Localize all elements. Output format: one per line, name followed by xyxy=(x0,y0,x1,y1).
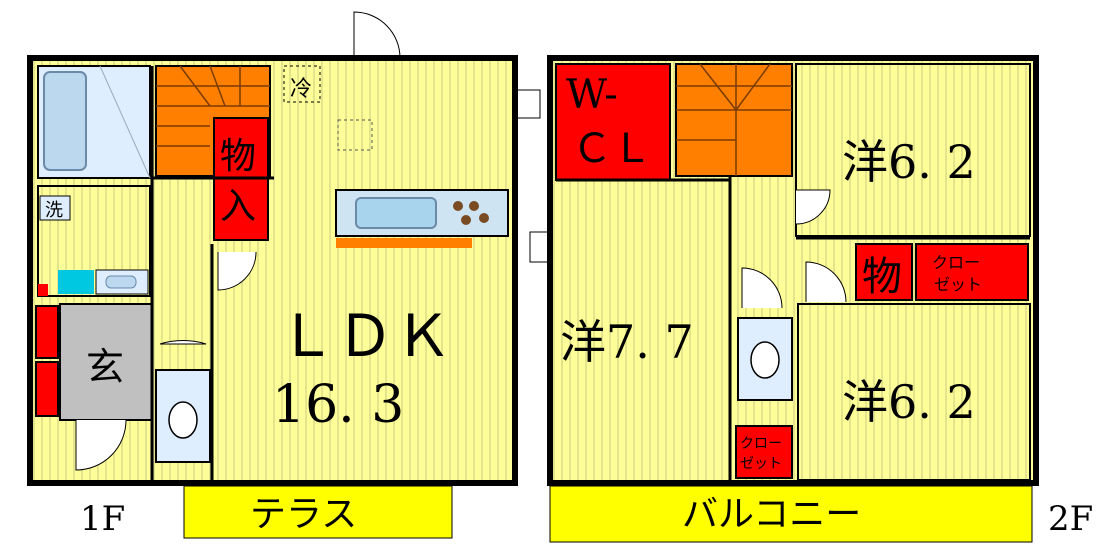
stairs-2f xyxy=(675,63,793,177)
ldk-size: 16. 3 xyxy=(272,375,404,435)
closet-small-label-2: ゼット xyxy=(740,456,782,472)
storage-2f xyxy=(855,243,913,301)
bedroom-c-label: 洋6. 2 xyxy=(842,375,976,429)
first-floor-label: 1F xyxy=(80,499,125,539)
entrance-label: 玄 xyxy=(86,345,124,389)
shoe-closet-bottom xyxy=(35,361,59,417)
storage-1f-label-2: 入 xyxy=(220,186,256,227)
laundry-label: 洗 xyxy=(45,200,63,221)
washbasin-cyan xyxy=(58,270,94,294)
shoe-closet-top xyxy=(35,305,59,359)
second-floor-label: 2F xyxy=(1048,499,1093,539)
walk-in-closet xyxy=(555,63,671,181)
second-floor-walls xyxy=(547,55,1039,486)
closet-small-2f xyxy=(735,425,793,479)
balcony xyxy=(549,485,1033,543)
terrace xyxy=(183,485,453,539)
second-floor: W- ＣＬ 洋6. 2 物 クロー ゼット 洋7. 7 xyxy=(529,55,1093,543)
washbasin xyxy=(95,269,149,295)
storage-2f-label: 物 xyxy=(862,254,902,300)
first-floor: 洗 玄 物 入 xyxy=(27,11,541,539)
bedroom-a-label: 洋6. 2 xyxy=(842,135,976,189)
laundry-box xyxy=(39,195,71,221)
fridge-space xyxy=(283,65,321,103)
bedroom-a xyxy=(795,63,1031,237)
wcl-label-2: ＣＬ xyxy=(572,126,652,172)
closet-2f xyxy=(915,243,1029,301)
bedroom-c xyxy=(797,303,1031,481)
wcl-label-1: W- xyxy=(566,72,618,118)
ldk-name: ＬＤＫ xyxy=(278,302,452,370)
closet-small-label-1: クロー xyxy=(740,436,782,452)
closet-2f-label-2: ゼット xyxy=(934,275,982,294)
first-floor-walls xyxy=(27,55,518,486)
fridge-label: 冷 xyxy=(290,77,312,102)
terrace-label: テラス xyxy=(250,494,357,535)
bathtub xyxy=(43,71,87,171)
storage-1f-label-1: 物 xyxy=(220,136,256,177)
closet-2f-label-1: クロー xyxy=(932,253,980,272)
bedroom-b-label: 洋7. 7 xyxy=(560,315,694,369)
balcony-label: バルコニー xyxy=(682,494,861,535)
